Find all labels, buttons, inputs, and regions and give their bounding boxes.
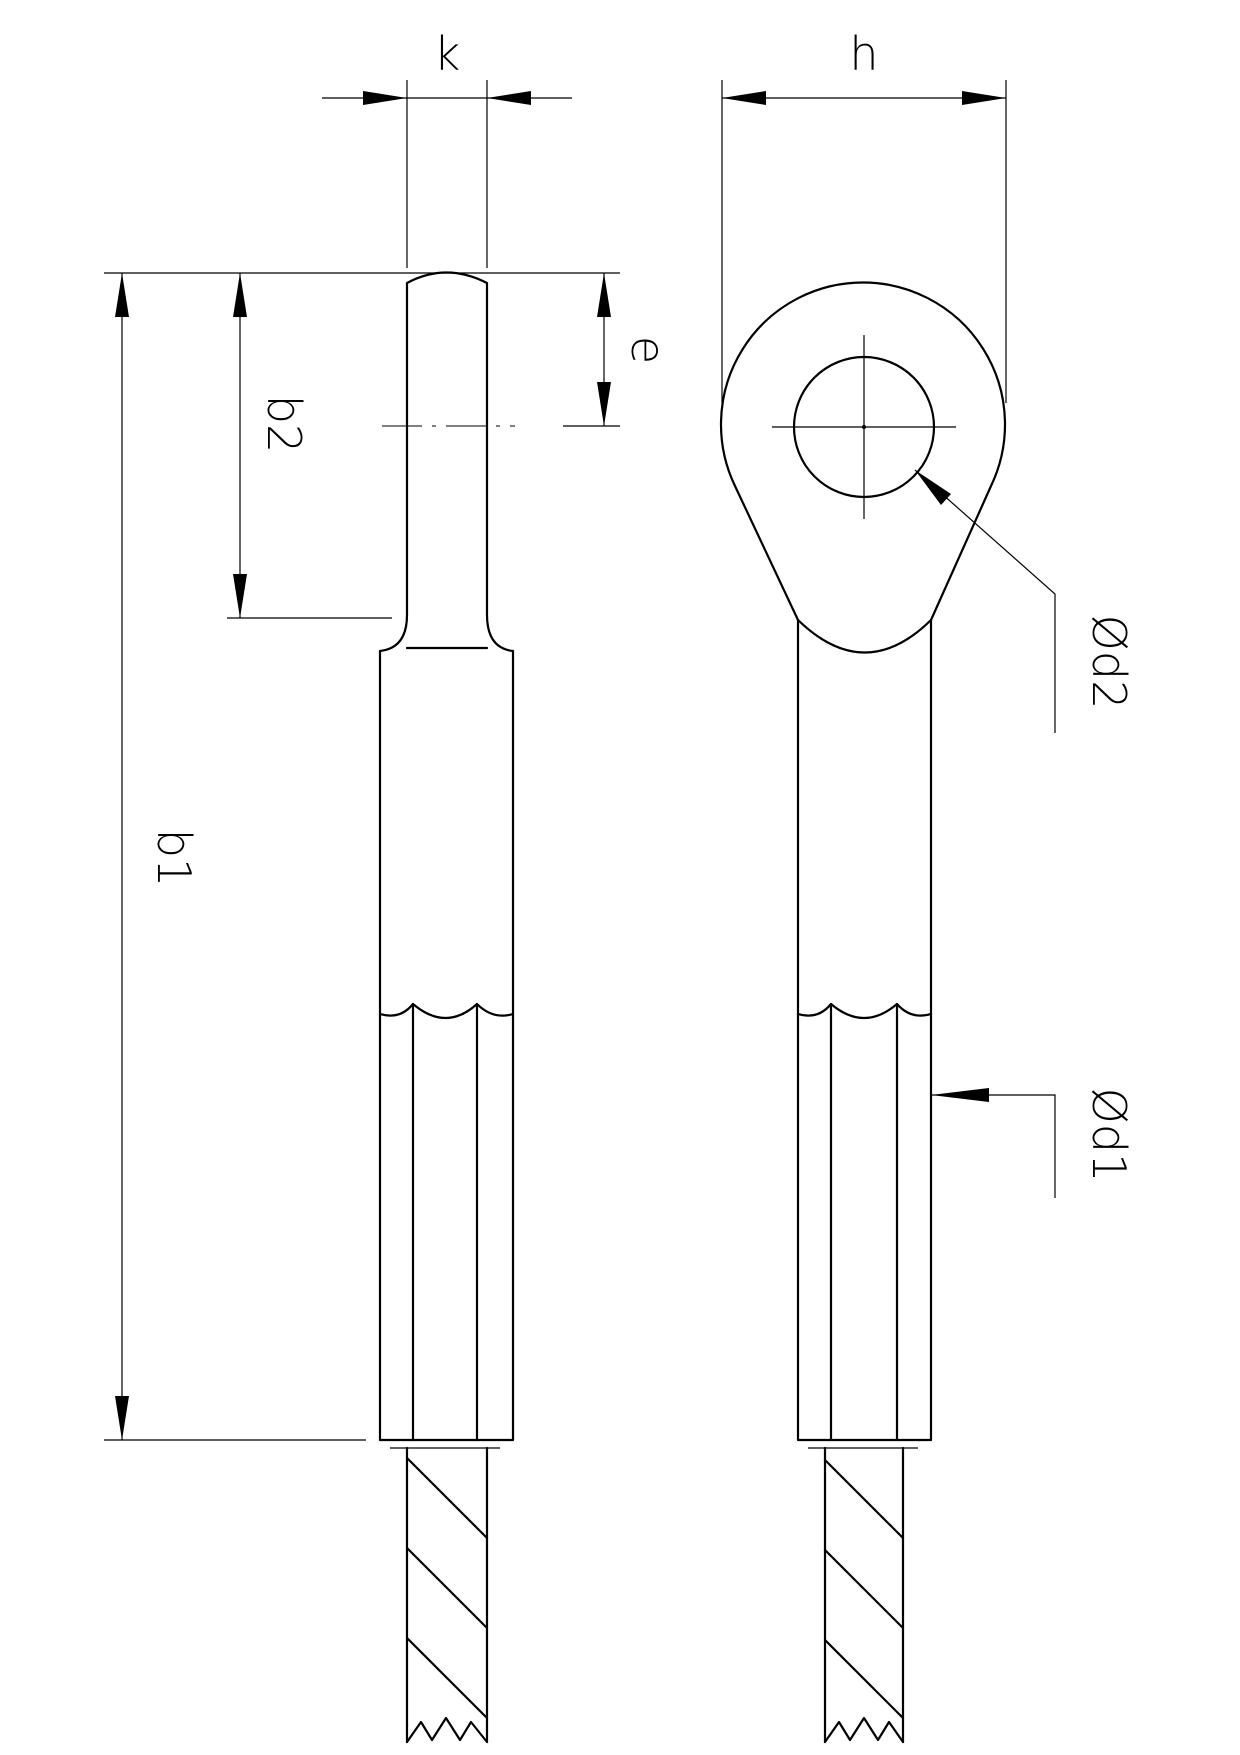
side-view-cable-cut: [405, 1716, 489, 1744]
front-view-eye-outline: [719, 281, 1007, 622]
dimension-h: h: [721, 27, 1007, 403]
dimension-d2: Ød2: [914, 469, 1136, 733]
front-view-barrel: [796, 618, 933, 1442]
side-view-barrel: [378, 649, 515, 1442]
front-view: [719, 281, 1007, 1744]
dimension-d1-label: Ød1: [1082, 1088, 1136, 1183]
dimension-k-label: k: [434, 27, 461, 81]
side-view-cable: [405, 1446, 489, 1744]
side-view-shoulder: [378, 613, 515, 653]
front-view-cable: [823, 1446, 905, 1744]
front-view-break-line: [796, 1002, 933, 1019]
dimension-b1-label: b1: [147, 829, 201, 887]
dimension-h-label: h: [849, 27, 878, 81]
front-view-hole-center: [862, 425, 866, 429]
dimension-d1: Ød1: [931, 1088, 1136, 1198]
front-view-cable-hatch: [823, 1458, 905, 1720]
dimension-b2: b2: [227, 273, 392, 619]
side-view-cable-hatch: [405, 1456, 489, 1720]
dimension-k: k: [322, 27, 572, 268]
side-view-break-line: [378, 1002, 515, 1019]
dimension-d2-label: Ød2: [1082, 615, 1136, 710]
side-view: [378, 271, 515, 1744]
dimension-e-label: e: [621, 336, 675, 364]
side-view-tongue: [405, 271, 489, 617]
front-view-cable-cut: [823, 1716, 905, 1744]
dimension-b1: b1: [104, 273, 366, 1441]
front-view-eye-inner-curve: [796, 618, 933, 654]
dimension-b2-label: b2: [257, 395, 311, 453]
dimension-e: e: [563, 273, 675, 427]
